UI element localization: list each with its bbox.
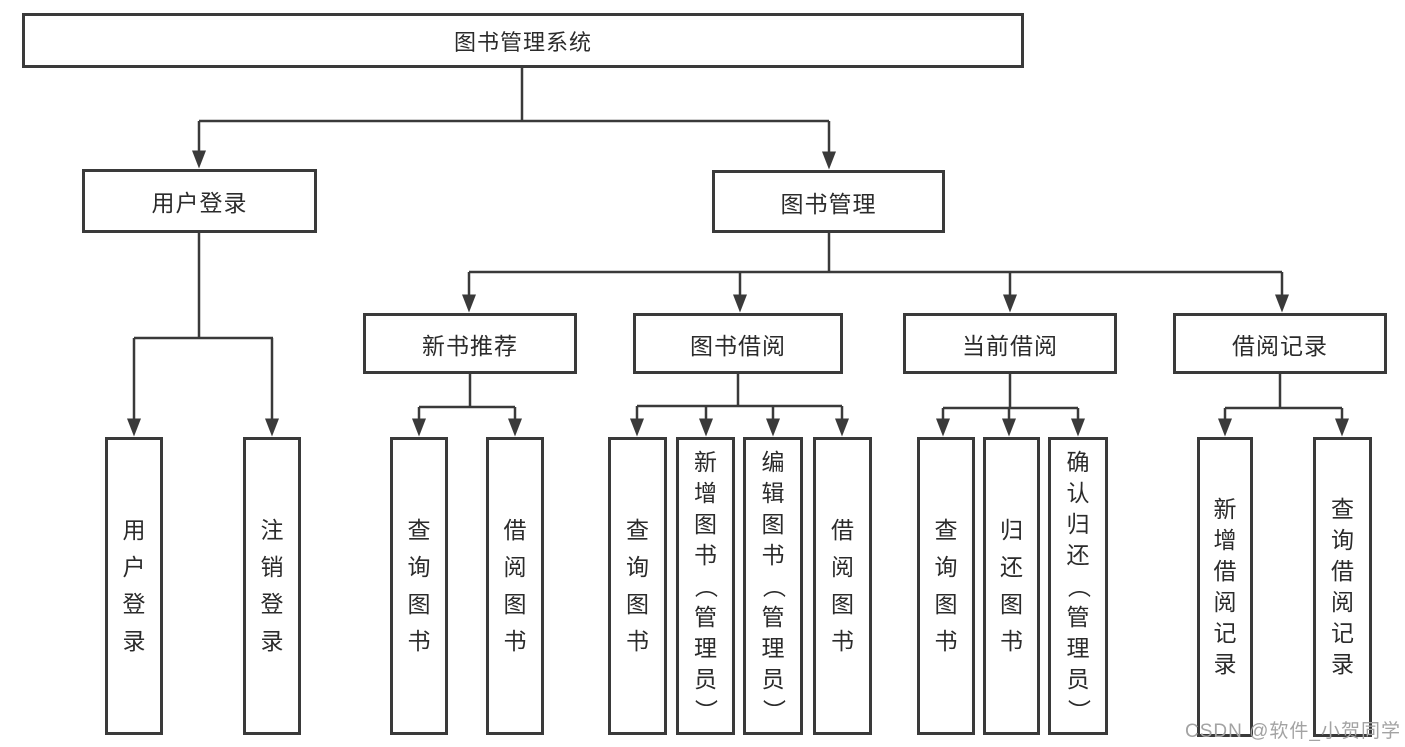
leaf-br-add-record: 新增借阅记录 xyxy=(1197,437,1253,737)
vertical-char: 书 xyxy=(694,541,717,568)
vertical-char: 理 xyxy=(694,634,717,661)
leaf-bb-edit-books-admin: 编辑图书 （ 管理员 ） xyxy=(743,437,803,735)
leaf-cb-return-books: 归还图书 xyxy=(983,437,1040,735)
leaf-nb-borrow-books: 借阅图书 xyxy=(486,437,544,735)
node-root: 图书管理系统 xyxy=(22,13,1024,68)
vertical-char: 管 xyxy=(1066,603,1090,630)
vertical-char: 记 xyxy=(1213,620,1237,646)
vertical-char: 书 xyxy=(934,628,958,654)
vertical-char: 注 xyxy=(260,517,284,543)
vertical-char: 登 xyxy=(122,591,146,617)
node-book-borrow: 图书借阅 xyxy=(633,313,843,374)
vertical-char: 辑 xyxy=(761,479,785,506)
vertical-char: 图 xyxy=(694,510,717,537)
vertical-char: 确 xyxy=(1066,448,1090,475)
vertical-char: 查 xyxy=(407,517,431,543)
vertical-char: 借 xyxy=(831,517,854,543)
vertical-char: ） xyxy=(1065,698,1092,722)
node-new-book-recommend: 新书推荐 xyxy=(363,313,577,374)
vertical-char: 阅 xyxy=(503,554,527,580)
vertical-char: 图 xyxy=(626,591,649,617)
leaf-bb-borrow-books: 借阅图书 xyxy=(813,437,872,735)
vertical-char: 增 xyxy=(694,479,717,506)
leaf-br-query-record: 查询借阅记录 xyxy=(1313,437,1372,737)
vertical-char: 增 xyxy=(1213,527,1237,553)
vertical-char: 图 xyxy=(934,591,958,617)
vertical-char: 还 xyxy=(1066,541,1090,568)
vertical-char: （ xyxy=(1065,574,1092,598)
vertical-char: ） xyxy=(760,698,787,722)
vertical-char: 询 xyxy=(626,554,649,580)
vertical-char: 借 xyxy=(1213,558,1237,584)
node-user-login: 用户登录 xyxy=(82,169,317,233)
vertical-char: 询 xyxy=(407,554,431,580)
leaf-nb-query-books: 查询图书 xyxy=(390,437,448,735)
vertical-char: 理 xyxy=(1066,634,1090,661)
vertical-char: 书 xyxy=(1000,628,1023,654)
vertical-char: 录 xyxy=(260,628,284,654)
vertical-char: 登 xyxy=(260,591,284,617)
vertical-char: 户 xyxy=(122,554,146,580)
leaf-cb-confirm-return-admin: 确认归还 （ 管理员 ） xyxy=(1048,437,1108,735)
vertical-char: 阅 xyxy=(1213,589,1237,615)
arrow-lines xyxy=(127,121,1349,437)
vertical-char: 录 xyxy=(122,628,146,654)
leaf-cb-query-books: 查询图书 xyxy=(917,437,975,735)
vertical-char: 新 xyxy=(1213,496,1237,522)
vertical-char: 书 xyxy=(626,628,649,654)
vertical-char: 认 xyxy=(1066,479,1090,506)
vertical-char: 编 xyxy=(761,448,785,475)
vertical-char: 询 xyxy=(1331,527,1354,553)
vertical-char: 销 xyxy=(260,554,284,580)
node-current-borrow: 当前借阅 xyxy=(903,313,1117,374)
leaf-bb-add-books-admin: 新增图书 （ 管理员 ） xyxy=(676,437,735,735)
watermark: CSDN @软件_小贺同学 xyxy=(1185,721,1401,742)
vertical-char: 归 xyxy=(1000,517,1023,543)
vertical-char: 借 xyxy=(1331,558,1354,584)
vertical-char: 录 xyxy=(1213,651,1237,677)
vertical-char: 书 xyxy=(831,628,854,654)
vertical-char: 图 xyxy=(831,591,854,617)
vertical-char: 图 xyxy=(1000,591,1023,617)
node-book-management: 图书管理 xyxy=(712,170,945,233)
node-borrow-record: 借阅记录 xyxy=(1173,313,1387,374)
vertical-char: 记 xyxy=(1331,620,1354,646)
vertical-char: 书 xyxy=(761,541,785,568)
vertical-char: ） xyxy=(693,698,719,722)
vertical-char: 图 xyxy=(503,591,527,617)
vertical-char: 员 xyxy=(1066,665,1090,692)
vertical-char: 管 xyxy=(694,603,717,630)
vertical-char: 借 xyxy=(503,517,527,543)
vertical-char: 理 xyxy=(761,634,785,661)
leaf-user-login: 用户登录 xyxy=(105,437,163,735)
vertical-char: 管 xyxy=(761,603,785,630)
vertical-char: （ xyxy=(693,574,719,598)
vertical-char: 书 xyxy=(503,628,527,654)
vertical-char: （ xyxy=(760,574,787,598)
connector-lines xyxy=(134,68,1342,410)
vertical-char: 员 xyxy=(761,665,785,692)
vertical-char: 图 xyxy=(407,591,431,617)
vertical-char: 询 xyxy=(934,554,958,580)
vertical-char: 员 xyxy=(694,665,717,692)
vertical-char: 新 xyxy=(694,448,717,475)
leaf-logout: 注销登录 xyxy=(243,437,301,735)
vertical-char: 书 xyxy=(407,628,431,654)
vertical-char: 查 xyxy=(934,517,958,543)
vertical-char: 查 xyxy=(1331,496,1354,522)
vertical-char: 图 xyxy=(761,510,785,537)
vertical-char: 查 xyxy=(626,517,649,543)
leaf-bb-query-books: 查询图书 xyxy=(608,437,667,735)
vertical-char: 用 xyxy=(122,517,146,543)
vertical-char: 阅 xyxy=(1331,589,1354,615)
vertical-char: 录 xyxy=(1331,651,1354,677)
vertical-char: 归 xyxy=(1066,510,1090,537)
vertical-char: 还 xyxy=(1000,554,1023,580)
vertical-char: 阅 xyxy=(831,554,854,580)
